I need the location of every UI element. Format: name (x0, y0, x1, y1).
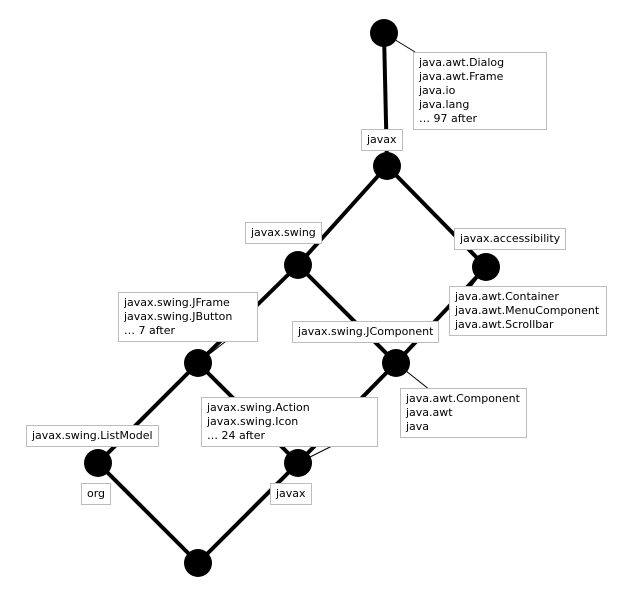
label-line: javax.swing (251, 226, 316, 239)
node-javax-swing-jcomponent[interactable] (382, 349, 410, 377)
label-line: java.awt.Frame (419, 70, 504, 83)
label-line: javax.swing.ListModel (32, 429, 153, 442)
label-line: javax.swing.Action (207, 401, 310, 414)
label-line: … 24 after (207, 429, 266, 442)
label-line: java (406, 420, 430, 433)
label-line: javax.swing.Icon (207, 415, 299, 428)
edge-javax-accessibility (385, 164, 488, 269)
node-javax-accessibility[interactable] (472, 253, 500, 281)
label-line: javax.accessibility (460, 232, 561, 245)
label-line: javax.swing.JButton (124, 310, 233, 323)
edge-javax-swing (296, 164, 389, 267)
node-bottom[interactable] (184, 549, 212, 577)
label-line: … 7 after (124, 324, 176, 337)
node-javax-swing-listmodel[interactable] (84, 449, 112, 477)
label-line: java.awt.Component (406, 392, 520, 405)
node-top[interactable] (370, 19, 398, 47)
label-javax-swing-listmodel: javax.swing.ListModel (26, 425, 159, 447)
label-javax-bottom: javax (270, 483, 312, 505)
node-javax-swing-action[interactable] (284, 449, 312, 477)
label-line: java.awt.Scrollbar (455, 318, 554, 331)
label-javax: javax (361, 129, 403, 151)
label-line: java.lang (419, 98, 470, 111)
label-line: javax (367, 133, 397, 146)
label-javax-swing: javax.swing (245, 222, 322, 244)
label-org: org (81, 483, 112, 505)
edge-swing-jcomponent (296, 263, 398, 365)
label-javax-swing-jcomponent: javax.swing.JComponent (292, 321, 440, 343)
label-line: javax (276, 487, 306, 500)
edge-listmodel-bottom (96, 461, 200, 565)
node-javax-swing[interactable] (284, 251, 312, 279)
edge-accessibility-jcomponent (394, 265, 488, 365)
label-line: java.io (419, 84, 456, 97)
edge-action-bottom (196, 461, 300, 565)
label-line: org (87, 487, 106, 500)
label-line: java.awt (406, 406, 453, 419)
node-javax-swing-jframe[interactable] (184, 349, 212, 377)
label-line: java.awt.MenuComponent (455, 304, 600, 317)
label-line: … 97 after (419, 112, 478, 125)
edge-jframe-listmodel (96, 361, 200, 465)
label-line: java.awt.Dialog (419, 56, 505, 69)
label-line: java.awt.Container (455, 290, 559, 303)
label-line: javax.swing.JComponent (298, 325, 434, 338)
label-javax-accessibility: javax.accessibility (454, 228, 567, 250)
node-javax[interactable] (373, 152, 401, 180)
label-line: javax.swing.JFrame (124, 296, 230, 309)
